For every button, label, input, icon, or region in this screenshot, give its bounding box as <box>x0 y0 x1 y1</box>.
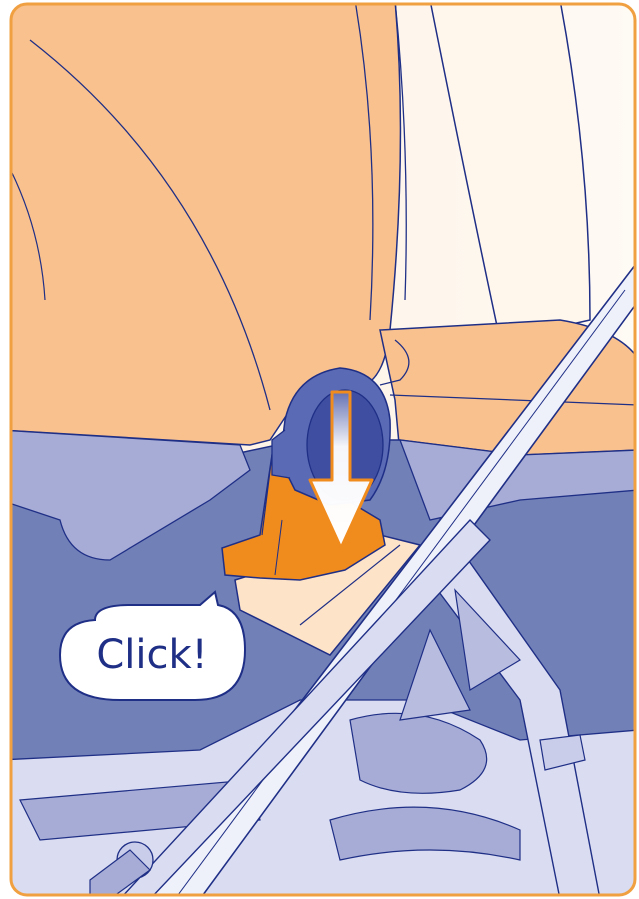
callout-text: Click! <box>96 632 207 678</box>
